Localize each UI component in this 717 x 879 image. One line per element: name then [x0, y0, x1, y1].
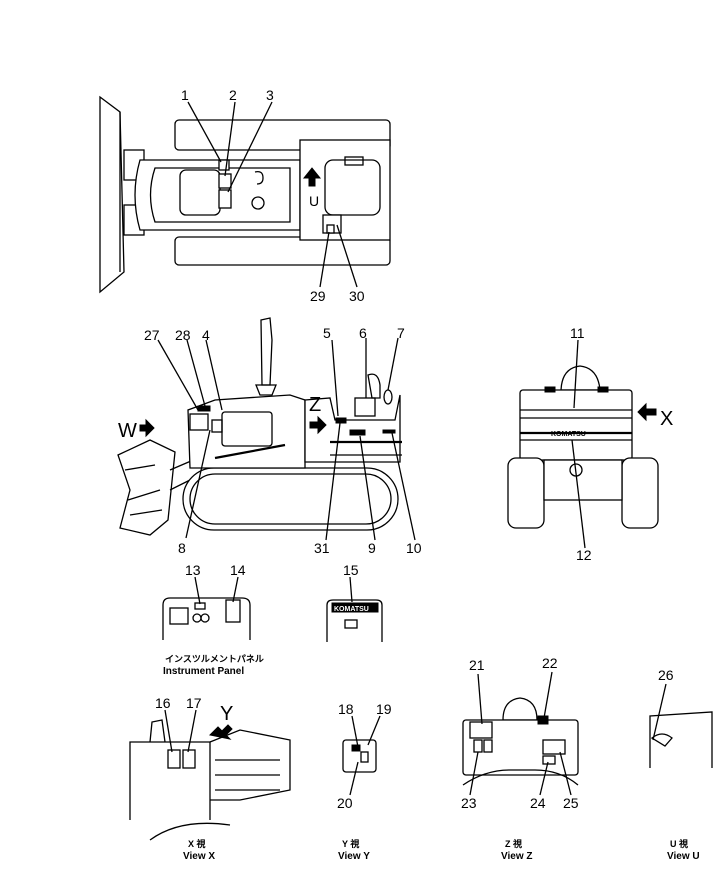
- view-z-marker: Z: [309, 394, 321, 416]
- callout-1: 1: [181, 87, 189, 103]
- view-w-marker: W: [118, 420, 137, 442]
- callout-26: 26: [658, 667, 674, 683]
- callout-15: 15: [343, 562, 359, 578]
- plate-brand-logo: KOMATSU: [334, 606, 369, 613]
- view-z-caption: View Z: [501, 851, 533, 862]
- callout-16: 16: [155, 695, 171, 711]
- callout-29: 29: [310, 288, 326, 304]
- callout-21: 21: [469, 657, 485, 673]
- callout-10: 10: [406, 540, 422, 556]
- instrument-panel-caption-jp: インスツルメントパネル: [165, 653, 264, 664]
- callout-8: 8: [178, 540, 186, 556]
- callout-30: 30: [349, 288, 365, 304]
- side-view: [117, 317, 416, 541]
- view-u-marker: U: [309, 193, 319, 209]
- callout-25: 25: [563, 795, 579, 811]
- view-x-caption: View X: [183, 851, 215, 862]
- callout-9: 9: [368, 540, 376, 556]
- view-x-marker: X: [660, 408, 673, 430]
- view-u-caption-jp: U 視: [670, 838, 688, 849]
- callout-11: 11: [570, 325, 585, 341]
- rear-brand-logo: KOMATSU: [551, 431, 586, 438]
- callout-28: 28: [175, 327, 191, 343]
- callout-13: 13: [185, 562, 201, 578]
- callout-7: 7: [397, 325, 405, 341]
- callout-23: 23: [461, 795, 477, 811]
- callout-17: 17: [186, 695, 202, 711]
- view-y-caption-jp: Y 視: [342, 838, 359, 849]
- callout-12: 12: [576, 547, 592, 563]
- instrument-panel-caption: Instrument Panel: [163, 666, 244, 677]
- callout-22: 22: [542, 655, 558, 671]
- callout-4: 4: [202, 327, 210, 343]
- view-u-caption: View U: [667, 851, 700, 862]
- callout-24: 24: [530, 795, 546, 811]
- callout-20: 20: [337, 795, 353, 811]
- callout-19: 19: [376, 701, 392, 717]
- view-u-detail: [649, 683, 713, 768]
- view-y-caption: View Y: [338, 851, 370, 862]
- callout-18: 18: [338, 701, 354, 717]
- callout-3: 3: [266, 87, 274, 103]
- callout-27: 27: [144, 327, 160, 343]
- view-x-detail: [129, 709, 291, 841]
- plate-view: [326, 576, 383, 642]
- view-y-marker: Y: [220, 703, 233, 725]
- callout-31: 31: [314, 540, 330, 556]
- view-z-detail: [462, 671, 579, 796]
- callout-2: 2: [229, 87, 237, 103]
- callout-6: 6: [359, 325, 367, 341]
- callout-14: 14: [230, 562, 246, 578]
- view-x-caption-jp: X 視: [188, 838, 206, 849]
- rear-view: [507, 339, 659, 549]
- callout-5: 5: [323, 325, 331, 341]
- top-view: [99, 95, 391, 294]
- instrument-panel-view: [162, 576, 251, 640]
- view-y-detail: [342, 715, 381, 796]
- view-z-caption-jp: Z 視: [505, 838, 522, 849]
